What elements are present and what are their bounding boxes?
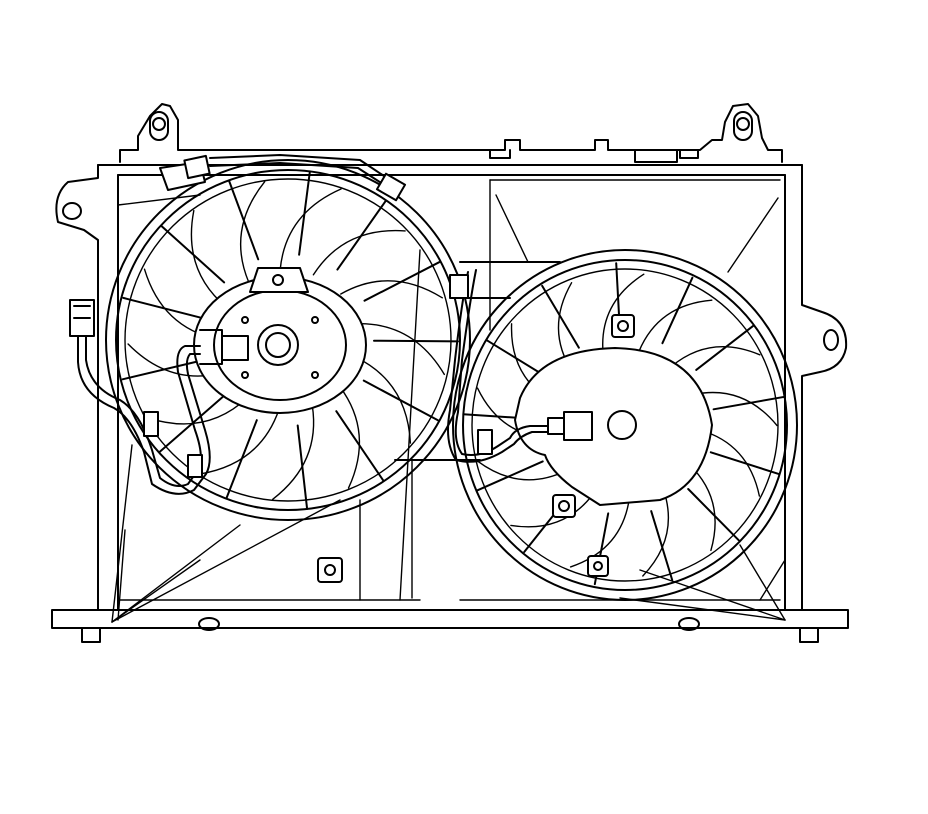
left-fan-guard-ring: [115, 169, 461, 511]
harness-clip-left: [143, 411, 159, 437]
guard-spoke: [122, 296, 206, 320]
left-motor-top-tab: [249, 267, 309, 293]
guard-spoke: [225, 419, 258, 500]
fan-blade: [239, 181, 266, 283]
guard-spoke: [373, 339, 459, 343]
right-motor-mount-bottom: [587, 555, 609, 577]
fan-blade: [312, 229, 406, 276]
guard-spoke: [158, 395, 225, 453]
guard-spoke: [228, 179, 260, 261]
mount-ear-left: [149, 111, 169, 141]
fan-blade: [355, 356, 412, 444]
fan-blade: [692, 391, 778, 427]
top-rail: [119, 103, 783, 163]
frame-hole-right: [823, 329, 839, 351]
fan-blade: [642, 488, 670, 577]
right-fan-guard-ring: [462, 259, 788, 591]
guard-spoke: [121, 358, 206, 381]
fan-blade: [355, 323, 445, 376]
foot-left: [81, 627, 101, 643]
right-motor-shaft-boss: [607, 410, 637, 440]
guard-spoke: [160, 225, 226, 284]
right-motor-mount-left: [552, 494, 576, 518]
frame-hole-left: [62, 202, 82, 220]
right-fan-outer-ring: [452, 249, 798, 601]
right-motor-connector: [563, 411, 593, 441]
fan-blade: [476, 460, 567, 481]
left-motor-connector: [221, 335, 249, 361]
harness-clip-mid: [449, 274, 469, 299]
fan-blade: [510, 492, 595, 528]
guard-spoke: [712, 395, 786, 411]
guard-spoke: [298, 170, 311, 256]
guard-spoke: [296, 424, 309, 510]
fan-blade: [569, 499, 630, 568]
guard-spoke: [335, 410, 385, 482]
guard-spoke: [336, 199, 387, 271]
left-fan: [105, 159, 471, 521]
left-motor-shaft-boss: [257, 324, 299, 366]
left-fan-outer-ring: [105, 159, 471, 521]
harness-top-clip: [183, 154, 211, 180]
guard-spoke: [475, 460, 544, 492]
right-motor-mount-top: [611, 314, 635, 338]
harness-ring-clip: [375, 172, 407, 202]
mount-ear-right: [733, 111, 753, 141]
fan-blade: [339, 386, 361, 489]
harness-clip-right: [477, 429, 493, 455]
left-fan-guard-spokes: [121, 170, 459, 510]
bolt-boss-center: [317, 557, 343, 583]
guard-spoke: [363, 261, 441, 302]
fan-blade: [279, 188, 342, 272]
guard-spoke: [661, 276, 694, 345]
fan-blade: [670, 346, 761, 367]
fan-blade: [272, 405, 315, 500]
guard-spoke: [695, 324, 755, 371]
right-fan-blades: [476, 273, 778, 577]
fan-blade: [199, 408, 280, 475]
wiring-harness: [69, 154, 549, 495]
fan-blade: [340, 280, 443, 299]
guard-spoke: [541, 284, 580, 349]
guard-spoke: [362, 379, 439, 422]
right-fan: [452, 249, 798, 601]
guard-spoke: [687, 488, 740, 542]
top-latch: [634, 149, 678, 163]
harness-clip-lower: [187, 454, 203, 478]
guard-spoke: [709, 451, 781, 476]
shroud-frame: [51, 164, 849, 643]
guard-spoke: [650, 510, 674, 581]
foot-right: [799, 627, 819, 643]
fan-blade: [602, 273, 645, 354]
fan-blade: [638, 299, 713, 352]
